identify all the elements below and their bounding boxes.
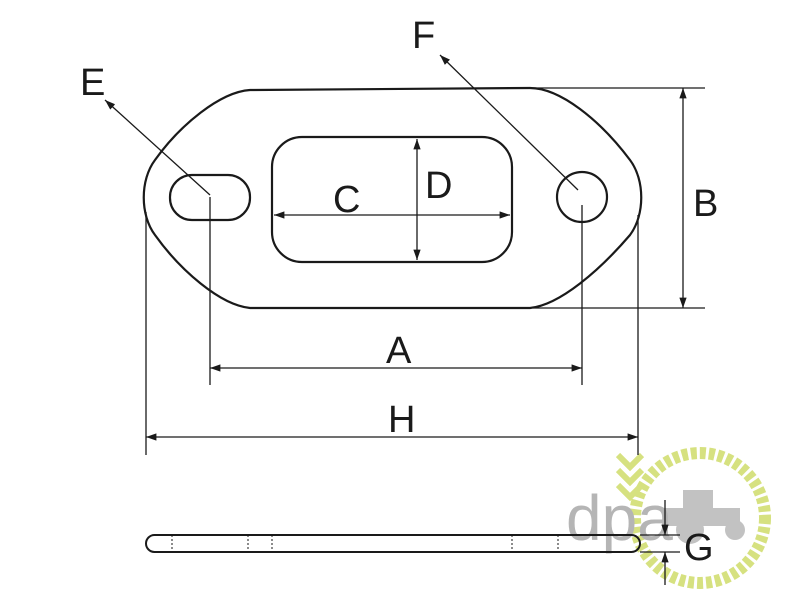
dpa-logo-watermark: dpa [566,447,771,589]
label-H: H [388,399,415,441]
leader-F [439,54,579,191]
gasket-outline [142,86,643,310]
label-G: G [684,527,714,569]
label-C: C [333,179,360,221]
label-E: E [80,62,105,104]
gasket-side-view [145,534,641,553]
watermark-text: dpa [566,482,673,554]
label-B: B [693,183,718,225]
label-D: D [425,165,452,207]
leader-E [104,99,211,196]
label-F: F [412,15,435,57]
label-A: A [386,330,412,372]
center-window [270,135,514,264]
